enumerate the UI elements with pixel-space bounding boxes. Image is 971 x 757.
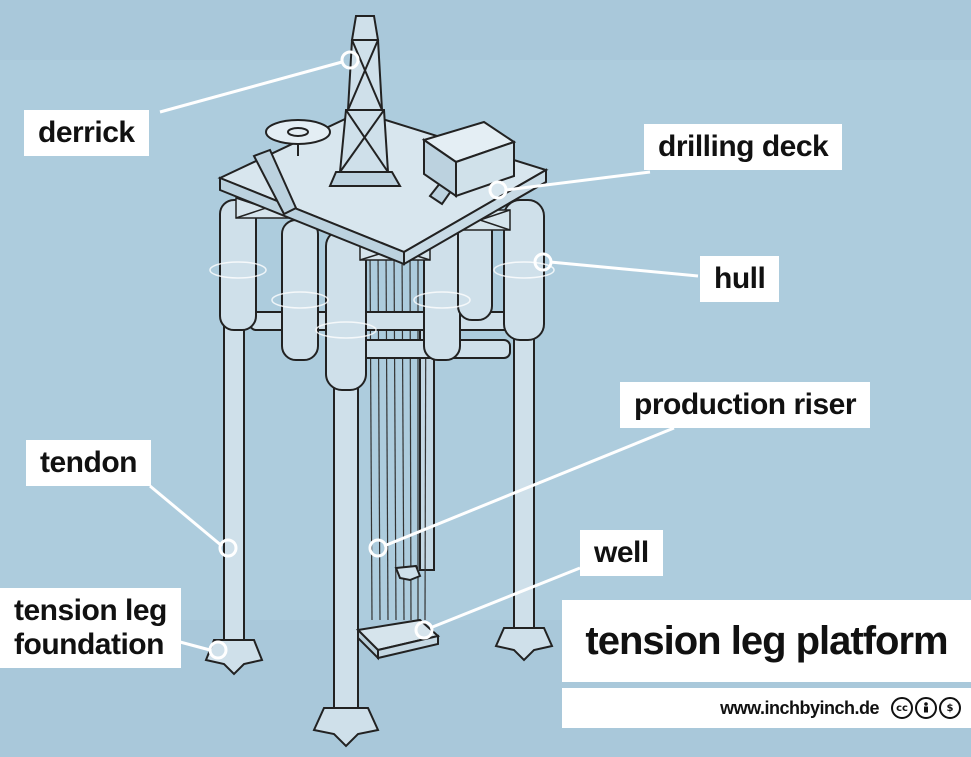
- tendon-back: [419, 329, 435, 571]
- cc-icon: cc: [891, 697, 913, 719]
- deck-module: [421, 120, 517, 198]
- well-template: [355, 618, 441, 661]
- label-drilling-deck: drilling deck: [644, 124, 843, 170]
- foundation-label-line2: foundation: [14, 628, 164, 661]
- foundation-label-line1: tension leg: [14, 594, 167, 627]
- label-derrick: derrick: [24, 110, 149, 156]
- label-hull: hull: [700, 256, 780, 302]
- tendon-front: [312, 379, 380, 748]
- diagram-title: tension leg platform: [585, 618, 948, 663]
- footer: www.inchbyinch.de cc $: [562, 688, 971, 728]
- tendon-right: [494, 329, 554, 662]
- label-production-riser: production riser: [620, 382, 871, 428]
- nc-icon: $: [939, 697, 961, 719]
- waterline-rings: [209, 261, 555, 339]
- leader-lines: [149, 60, 699, 652]
- helipad: [265, 119, 331, 156]
- tendon-left: [223, 319, 245, 641]
- small-subsea-structure: [394, 564, 422, 582]
- website-url[interactable]: www.inchbyinch.de: [720, 697, 879, 718]
- derrick-tower: [328, 15, 402, 187]
- leader-markers: [208, 50, 553, 660]
- title-box: tension leg platform: [562, 600, 971, 682]
- label-tension-leg-foundation: tension leg foundation: [0, 588, 181, 668]
- hull: [219, 199, 545, 391]
- foundation-left: [204, 639, 264, 676]
- label-well: well: [580, 530, 663, 576]
- by-icon: [915, 697, 937, 719]
- license-icons: cc $: [891, 697, 961, 719]
- label-tendon: tendon: [26, 440, 151, 486]
